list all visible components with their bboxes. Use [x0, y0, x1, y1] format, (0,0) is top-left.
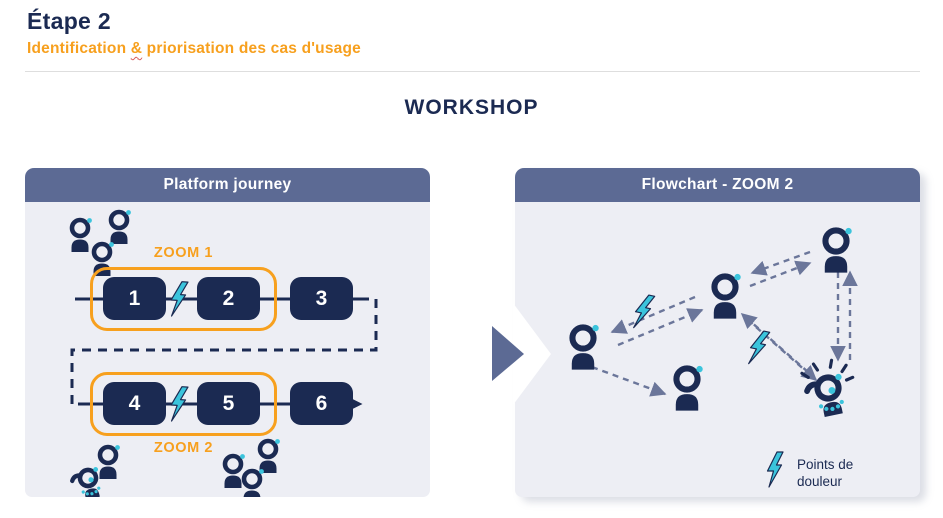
flowchart-panel: Flowchart - ZOOM 2 [515, 168, 920, 497]
journey-step-box-4: 4 [103, 382, 166, 425]
journey-step-box-1: 1 [103, 277, 166, 320]
legend-line-2: douleur [797, 474, 843, 489]
right-arrow-icon [492, 326, 524, 381]
journey-return-dashed-line [70, 297, 378, 406]
dashed-arrow-bottomright-to-center [740, 312, 809, 373]
dashed-arrow-center-to-topright [749, 260, 812, 288]
zoom2-highlight-outline [90, 372, 277, 436]
flowchart-linework [515, 202, 920, 488]
lightning-bolt-icon [631, 292, 656, 332]
zoom2-label: ZOOM 2 [153, 440, 214, 456]
workshop-title: WORKSHOP [404, 96, 539, 119]
person-avatar-icon [825, 228, 852, 273]
subtitle-ampersand: & [130, 40, 143, 57]
legend-line-1: Points de [797, 457, 854, 472]
lightning-bolt-icon [746, 328, 771, 368]
person-avatar-icon [111, 210, 131, 244]
person-avatar-icon [572, 325, 599, 370]
legend-pain-points: Points de douleur [797, 456, 853, 490]
panel-transition-arrow-icon [492, 303, 551, 405]
platform-journey-header: Platform journey [25, 168, 430, 202]
dashed-arrow-left-to-center [617, 308, 704, 347]
dashed-arrow-center-to-left [610, 295, 696, 334]
dashed-arrow-center-to-bottomright [747, 319, 818, 382]
person-avatar-icon [714, 274, 741, 319]
flowchart-body: Points de douleur [515, 202, 920, 497]
subtitle-text-right: priorisation des cas d'usage [142, 40, 361, 57]
page-subtitle: Identification & priorisation des cas d'… [27, 40, 361, 58]
dashed-arrow-left-to-bottomcenter [591, 365, 667, 397]
platform-journey-panel: Platform journey [25, 168, 430, 497]
page-title: Étape 2 [27, 8, 111, 34]
journey-step-box-6: 6 [290, 382, 353, 425]
subtitle-text-left: Identification [27, 40, 131, 57]
person-avatar-icon [244, 469, 264, 497]
divider-line [25, 71, 920, 72]
journey-step-box-2: 2 [197, 277, 260, 320]
person-avatar-icon [72, 218, 92, 252]
platform-journey-body: ZOOM 1 ZOOM 2 1 2 3 4 5 6 [25, 202, 430, 497]
person-avatar-icon [225, 454, 245, 488]
flowchart-header: Flowchart - ZOOM 2 [515, 168, 920, 202]
chevron-notch [513, 303, 551, 405]
overwhelmed-person-icon [801, 357, 860, 420]
dashed-arrow-topright-to-center [750, 250, 811, 276]
journey-step-box-5: 5 [197, 382, 260, 425]
legend-lightning-bolt-icon [766, 451, 784, 488]
person-avatar-icon [676, 366, 703, 411]
zoom1-highlight-outline [90, 267, 277, 331]
zoom1-label: ZOOM 1 [153, 245, 214, 261]
journey-step-box-3: 3 [290, 277, 353, 320]
